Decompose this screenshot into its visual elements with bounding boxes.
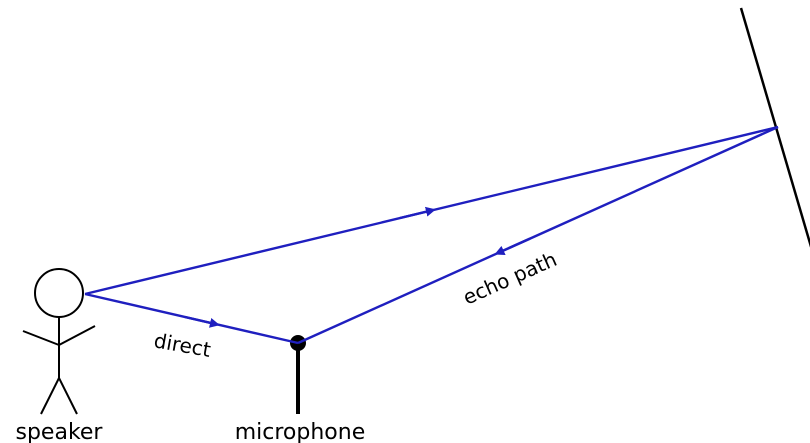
arrow-direct [184, 315, 220, 328]
arrow-echo-path [494, 237, 531, 256]
speaker-leg-right [58, 377, 78, 415]
speaker-leg-left [40, 377, 60, 415]
speaker-figure [22, 268, 96, 415]
echo-path-label: echo path [459, 247, 560, 310]
speaker-arm-right [58, 325, 96, 346]
microphone-label: microphone [235, 420, 366, 443]
direct-label: direct [152, 328, 213, 362]
ray-to-wall [84, 125, 779, 296]
ray-group [84, 125, 779, 345]
microphone-symbol [290, 335, 306, 414]
speaker-head [34, 268, 84, 318]
wall-line [739, 7, 810, 248]
speaker-arm-left [22, 330, 60, 346]
speaker-label: speaker [16, 420, 104, 443]
ray-echo-return [297, 125, 779, 345]
arrow-to-wall [399, 206, 436, 220]
